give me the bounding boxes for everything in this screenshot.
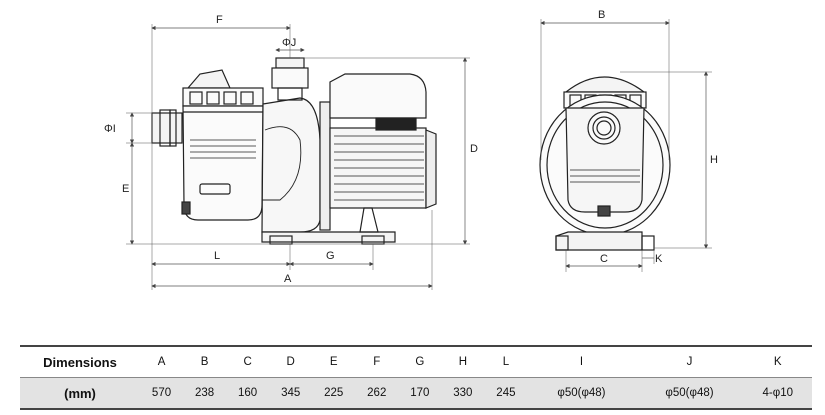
side-view [151,57,437,245]
column-header: K [743,345,812,378]
dimensions-table: Dimensions A B C D E F G H L I J K (mm) … [20,345,812,410]
dim-label-f: F [216,14,223,26]
column-header: H [441,345,485,378]
front-view [539,76,671,251]
table-cell: 238 [183,377,227,410]
column-header: L [484,345,528,378]
column-header: G [398,345,442,378]
dim-label-g: G [326,250,335,262]
column-header: A [140,345,184,378]
column-header: B [183,345,227,378]
table-cell: 330 [441,377,485,410]
table-cell: φ50(φ48) [635,377,744,410]
table-cell: 345 [269,377,313,410]
table-cell: 170 [398,377,442,410]
dim-label-j: ΦJ [282,37,296,49]
dim-label-d: D [470,143,478,155]
table-cell: 570 [140,377,184,410]
dimensions-value-row: (mm) 570 238 160 345 225 262 170 330 245… [20,377,812,410]
column-header: C [226,345,270,378]
dim-label-a: A [284,273,292,285]
table-cell: 245 [484,377,528,410]
table-cell: 160 [226,377,270,410]
dimensions-header-row: Dimensions A B C D E F G H L I J K [20,345,812,378]
pump-technical-drawing: F ΦJ ΦI E D L G A [104,9,718,290]
column-header: I [527,345,636,378]
dim-label-b: B [598,9,605,21]
table-cell: 4-φ10 [743,377,812,410]
column-header: D [269,345,313,378]
side-view-dimensions [126,24,470,290]
dim-label-i: ΦI [104,123,116,135]
dim-label-e: E [122,183,129,195]
column-header: J [635,345,744,378]
table-cell: 225 [312,377,356,410]
column-header: F [355,345,399,378]
front-view-dimensions [540,19,712,272]
dim-label-k: K [655,253,663,265]
table-cell: 262 [355,377,399,410]
dim-label-l: L [214,250,220,262]
dimensions-row-header: Dimensions [20,345,140,378]
unit-row-header: (mm) [20,377,140,410]
column-header: E [312,345,356,378]
table-cell: φ50(φ48) [527,377,636,410]
dim-label-h: H [710,154,718,166]
dim-label-c: C [600,253,608,265]
